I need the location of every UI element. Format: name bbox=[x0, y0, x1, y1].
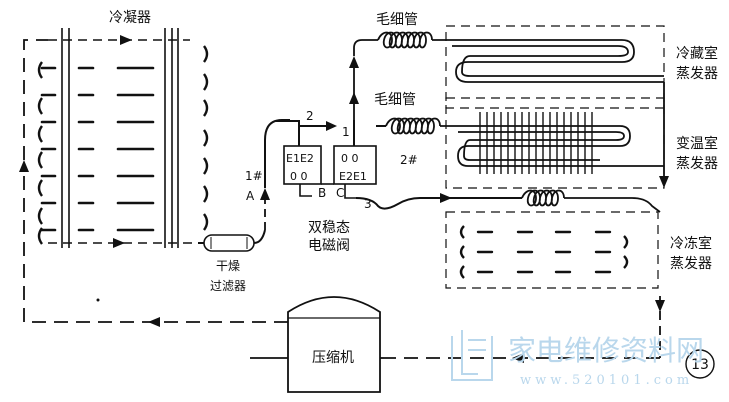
port-2-label: 2 bbox=[306, 109, 314, 123]
fridge-evaporator-label-1: 冷藏室 bbox=[676, 45, 718, 62]
condenser-label: 冷凝器 bbox=[109, 10, 151, 26]
pipe-1a-letter: A bbox=[246, 189, 255, 203]
valve-label-2: 电磁阀 bbox=[308, 238, 350, 254]
port-c-label: C bbox=[336, 186, 344, 200]
fridge-evaporator bbox=[445, 25, 665, 109]
valve-right-bottom: E2E1 bbox=[339, 170, 367, 183]
valve-label-1: 双稳态 bbox=[308, 220, 350, 236]
variable-temp-evaporator bbox=[445, 97, 665, 189]
condenser-tubes bbox=[61, 28, 179, 248]
valve-right-top: 0 0 bbox=[341, 152, 359, 165]
watermark-url: www.520101.com bbox=[520, 373, 693, 388]
condenser bbox=[37, 28, 209, 248]
condenser-left-bends bbox=[37, 61, 43, 245]
port-1-label: 1 bbox=[342, 125, 350, 139]
capillary-coil-bottom bbox=[521, 189, 632, 207]
pipe-1a-number: 1# bbox=[245, 169, 263, 183]
dryer-label-2: 过滤器 bbox=[210, 279, 246, 293]
compressor-label: 压缩机 bbox=[312, 350, 354, 366]
capillary-coil-middle bbox=[385, 117, 458, 135]
bistable-solenoid-valve bbox=[283, 145, 377, 199]
valve-right-block bbox=[333, 145, 377, 185]
valve-left-top: E1E2 bbox=[286, 152, 314, 165]
variable-evaporator-label-2: 蒸发器 bbox=[676, 156, 718, 172]
valve-left-bottom: 0 0 bbox=[290, 170, 308, 183]
discharge-pipe bbox=[23, 170, 288, 323]
pipe-2-number: 2# bbox=[400, 153, 418, 167]
fridge-evaporator-label-2: 蒸发器 bbox=[676, 66, 718, 82]
figure-number: 13 bbox=[685, 349, 715, 379]
watermark: 家电维修资料网 www.520101.com bbox=[451, 330, 704, 388]
watermark-title: 家电维修资料网 bbox=[508, 334, 704, 367]
port-3-label: 3 bbox=[364, 197, 372, 211]
watermark-book-icon bbox=[451, 330, 493, 381]
svg-text:13: 13 bbox=[691, 357, 709, 373]
port-b-label: B bbox=[318, 186, 326, 200]
compressor bbox=[250, 296, 384, 393]
capillary-top-label: 毛细管 bbox=[376, 12, 418, 28]
condenser-fins bbox=[40, 66, 155, 232]
capillary-mid-label: 毛细管 bbox=[374, 92, 416, 108]
variable-evaporator-label-1: 变温室 bbox=[676, 135, 718, 152]
freezer-evaporator-label-2: 蒸发器 bbox=[670, 256, 712, 272]
capillary-coil-top bbox=[377, 31, 452, 49]
freezer-evaporator bbox=[445, 211, 659, 289]
valve-left-block bbox=[283, 145, 322, 185]
dryer-label-1: 干燥 bbox=[216, 259, 240, 273]
pipe-3 bbox=[355, 197, 522, 210]
dryer-filter bbox=[198, 229, 266, 252]
condenser-right-bends bbox=[203, 45, 209, 231]
freezer-evaporator-label-1: 冷冻室 bbox=[670, 235, 712, 252]
